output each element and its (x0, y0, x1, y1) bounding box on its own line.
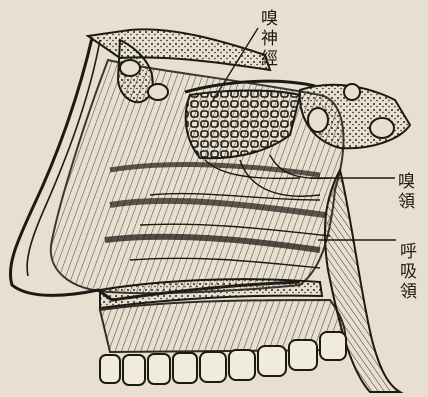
label-olfactory-region: 嗅 領 (398, 172, 420, 212)
label-respiratory-region: 呼 吸 領 (400, 242, 422, 302)
label-olfactory-nerve: 嗅 神 經 (261, 9, 283, 69)
